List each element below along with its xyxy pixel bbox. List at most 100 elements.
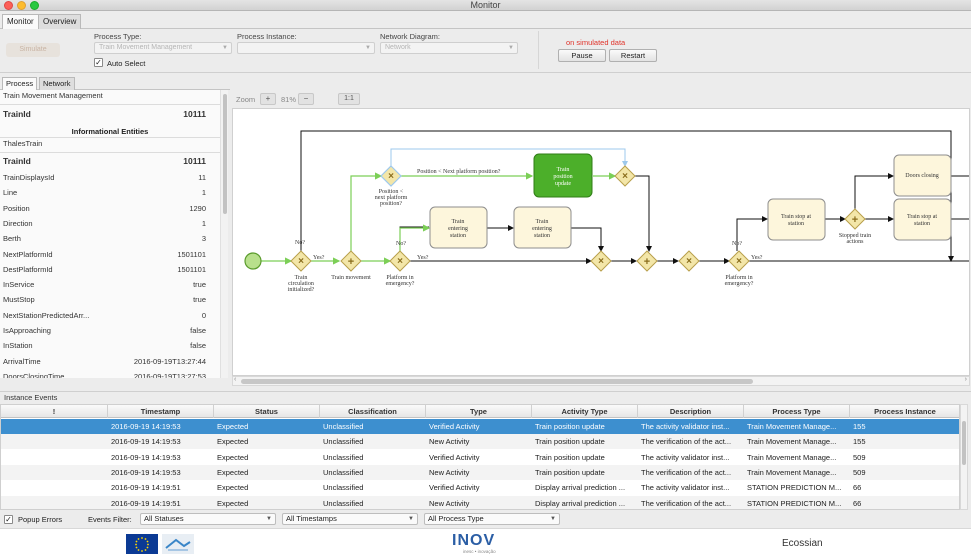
- entity-key-value: 10111: [183, 156, 206, 166]
- popup-errors-checkbox[interactable]: ✓: [4, 515, 13, 524]
- diagram-horizontal-scrollbar[interactable]: ‹ ›: [232, 376, 970, 386]
- pause-button[interactable]: Pause: [558, 49, 606, 62]
- column-header-type[interactable]: Type: [426, 405, 532, 418]
- entity-name: ThalesTrain: [3, 139, 43, 148]
- edge-label-no: No?: [396, 241, 406, 247]
- task-doors-closing[interactable]: Doors closing: [893, 154, 952, 197]
- chevron-down-icon: ▼: [365, 45, 371, 51]
- attribute-name: InService: [3, 280, 35, 290]
- task-label: station: [534, 233, 550, 239]
- attribute-name: Position: [3, 203, 30, 213]
- column-header-alert[interactable]: !: [1, 405, 108, 418]
- process-instance-select[interactable]: ▼: [237, 42, 375, 54]
- task-train-stop-station-1[interactable]: Train stop at station: [767, 198, 826, 241]
- scroll-thumb[interactable]: [962, 421, 966, 465]
- column-header-process-type[interactable]: Process Type: [744, 405, 850, 418]
- column-header-timestamp[interactable]: Timestamp: [108, 405, 214, 418]
- column-header-classification[interactable]: Classification: [320, 405, 426, 418]
- svg-text:×: ×: [686, 256, 692, 267]
- scroll-thumb[interactable]: [223, 94, 227, 214]
- scroll-thumb[interactable]: [241, 379, 753, 384]
- svg-text:+: +: [348, 256, 354, 268]
- gateway-train-circulation[interactable]: ×: [290, 250, 312, 272]
- task-train-stop-station-2[interactable]: Train stop at station: [893, 198, 952, 241]
- gateway-platform-emergency-2[interactable]: ×: [728, 250, 750, 272]
- process-diagram[interactable]: × + × × × × + × × + Train position upd: [232, 108, 970, 376]
- gateway-label: Train: [295, 275, 308, 281]
- network-diagram-select[interactable]: Network ▼: [380, 42, 518, 54]
- task-label: station: [788, 221, 804, 227]
- entities-heading: Informational Entities: [71, 127, 149, 136]
- task-train-entering-station-2[interactable]: Train entering station: [513, 206, 572, 249]
- cell-status: Expected: [217, 422, 249, 431]
- cell-process-instance: 155: [853, 437, 866, 447]
- zoom-in-button[interactable]: +: [260, 93, 276, 105]
- main-tabs: Monitor Overview: [0, 12, 971, 29]
- task-train-entering-station-1[interactable]: Train entering station: [429, 206, 488, 249]
- zoom-reset-button[interactable]: 1:1: [338, 93, 360, 105]
- gateway-position-check[interactable]: ×: [380, 165, 402, 187]
- process-type-select[interactable]: Train Movement Management ▼: [94, 42, 232, 54]
- cell-classification: Unclassified: [323, 498, 364, 508]
- window-titlebar: Monitor: [0, 0, 971, 11]
- tab-process[interactable]: Process: [2, 77, 38, 90]
- left-panel-scrollbar[interactable]: [220, 90, 228, 378]
- cell-type: Verified Activity: [429, 483, 480, 493]
- checkmark-icon: ✓: [95, 58, 102, 67]
- process-type-filter-value: All Process Type: [428, 514, 484, 523]
- controls-panel: Simulate Process Type: Train Movement Ma…: [0, 29, 971, 73]
- chevron-down-icon: ▼: [508, 45, 514, 51]
- gateway-parallel-join[interactable]: +: [636, 250, 658, 272]
- scroll-right-icon[interactable]: ›: [964, 376, 967, 383]
- gateway-stopped-train[interactable]: +: [844, 208, 866, 230]
- process-type-filter-select[interactable]: All Process Type ▼: [424, 513, 560, 525]
- zoom-out-button[interactable]: −: [298, 93, 314, 105]
- eu-flag-logo: [126, 534, 158, 554]
- gateway-platform-emergency-1[interactable]: ×: [389, 250, 411, 272]
- task-label: Train stop at: [907, 214, 937, 220]
- close-window-button[interactable]: [4, 1, 13, 10]
- status-filter-select[interactable]: All Statuses ▼: [140, 513, 276, 525]
- column-header-status[interactable]: Status: [214, 405, 320, 418]
- network-diagram-label: Network Diagram:: [380, 32, 441, 41]
- window-title: Monitor: [470, 0, 501, 10]
- zoom-toolbar: Zoom + 81% − 1:1: [232, 92, 970, 108]
- divider: [0, 152, 220, 153]
- timestamp-filter-select[interactable]: All Timestamps ▼: [282, 513, 418, 525]
- minimize-window-button[interactable]: [17, 1, 26, 10]
- events-filter-label: Events Filter:: [88, 515, 132, 524]
- zoom-window-button[interactable]: [30, 1, 39, 10]
- auto-select-checkbox[interactable]: ✓: [94, 58, 103, 67]
- tab-overview[interactable]: Overview: [38, 14, 82, 29]
- task-train-position-update[interactable]: Train position update: [533, 153, 593, 198]
- tab-network[interactable]: Network: [39, 77, 75, 90]
- task-label: position: [553, 174, 572, 180]
- column-header-activity-type[interactable]: Activity Type: [532, 405, 638, 418]
- simulate-button[interactable]: Simulate: [6, 43, 60, 57]
- table-scrollbar[interactable]: [960, 404, 968, 510]
- tab-monitor[interactable]: Monitor: [2, 14, 39, 29]
- cell-process-instance: 155: [853, 422, 866, 431]
- gateway-label: circulation: [288, 281, 314, 287]
- column-header-description[interactable]: Description: [638, 405, 744, 418]
- popup-errors-label: Popup Errors: [18, 515, 63, 524]
- cell-process-type: Train Movement Manage...: [747, 467, 837, 477]
- left-subtabs: Process Network: [0, 76, 230, 90]
- scroll-left-icon[interactable]: ‹: [234, 376, 237, 383]
- svg-text:×: ×: [598, 256, 604, 267]
- gateway-merge-1[interactable]: ×: [590, 250, 612, 272]
- gateway-train-movement[interactable]: +: [340, 250, 362, 272]
- restart-button[interactable]: Restart: [609, 49, 657, 62]
- gateway-merge-2[interactable]: ×: [678, 250, 700, 272]
- column-header-process-instance[interactable]: Process Instance: [850, 405, 959, 418]
- start-event-icon[interactable]: [244, 252, 262, 270]
- gateway-position-merge[interactable]: ×: [614, 165, 636, 187]
